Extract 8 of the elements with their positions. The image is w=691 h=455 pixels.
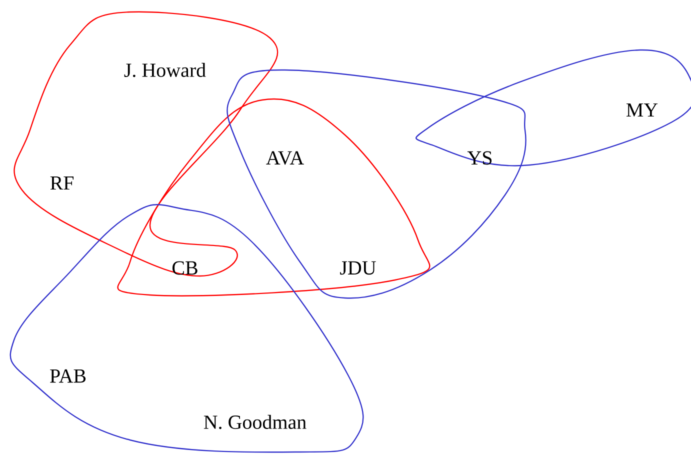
vertex-label: MY	[626, 103, 658, 117]
vertex-label: RF	[50, 176, 74, 190]
vertex-label: JDU	[340, 261, 376, 275]
vertex-label: AVA	[266, 151, 304, 165]
vertex-label: CB	[172, 261, 198, 275]
vertex-label: J. Howard	[124, 62, 206, 78]
vertex-label: N. Goodman	[204, 414, 306, 430]
vertex-label: PAB	[50, 369, 86, 383]
